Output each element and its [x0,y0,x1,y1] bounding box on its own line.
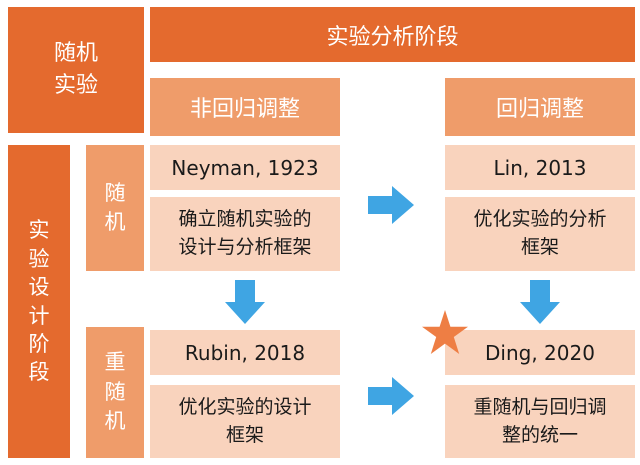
random-experiment-header: 随机 实验 [8,7,144,133]
ding-desc: 重随机与回归调 整的统一 [473,395,607,446]
lin-desc: 优化实验的分析 框架 [473,208,607,258]
ding-desc-cell: 重随机与回归调 整的统一 [445,385,635,458]
design-stage-label: 实 验 设 计 阶 段 [28,218,50,385]
right-arrow-icon [368,377,414,415]
rubin-desc: 优化实验的设计 框架 [178,395,312,446]
rubin-desc-cell: 优化实验的设计 框架 [150,385,340,458]
column-header-non-regression: 非回归调整 [150,78,340,136]
lin-title-cell: Lin, 2013 [445,145,635,190]
design-stage-header: 实 验 设 计 阶 段 [8,145,70,458]
non-regression-label: 非回归调整 [189,97,300,122]
neyman-desc: 确立随机实验的 设计与分析框架 [178,208,312,258]
star-icon [422,310,468,354]
neyman-title: Neyman, 1923 [171,155,319,180]
lin-desc-cell: 优化实验的分析 框架 [445,197,635,271]
neyman-title-cell: Neyman, 1923 [150,145,340,190]
analysis-stage-label: 实验分析阶段 [326,24,459,50]
rubin-title: Rubin, 2018 [184,340,306,365]
lin-title: Lin, 2013 [493,155,587,180]
analysis-stage-header: 实验分析阶段 [150,7,635,62]
row-header-randomization: 随 机 [86,145,144,271]
random-experiment-label: 随机 实验 [53,41,98,98]
neyman-desc-cell: 确立随机实验的 设计与分析框架 [150,197,340,271]
down-arrow-icon [225,280,265,324]
randomization-label: 随 机 [104,180,126,234]
regression-label: 回归调整 [495,97,584,122]
rerandomization-label: 重 随 机 [104,350,126,434]
right-arrow-icon [368,186,414,224]
ding-title: Ding, 2020 [485,340,595,365]
column-header-regression: 回归调整 [445,78,635,136]
down-arrow-icon [520,280,560,324]
rubin-title-cell: Rubin, 2018 [150,330,340,375]
row-header-rerandomization: 重 随 机 [86,327,144,458]
ding-title-cell: Ding, 2020 [445,330,635,375]
